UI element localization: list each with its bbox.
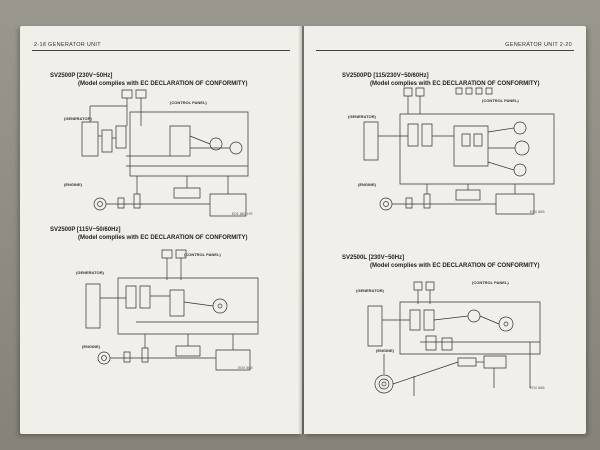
diagram-model: SV2500P [230V~50Hz] xyxy=(50,73,113,79)
diagram-title: SV2500PD [115/230V~50/60Hz] (Model compl… xyxy=(342,72,540,88)
open-manual: 2-18 GENERATOR UNIT SV2500P [230V~50Hz] … xyxy=(20,26,586,434)
control-panel-label: (CONTROL PANEL) xyxy=(184,252,221,257)
right-running-head: GENERATOR UNIT 2-20 xyxy=(505,42,572,48)
diagram-subtitle: (Model complies with EC DECLARATION OF C… xyxy=(78,81,248,87)
engine-label: (ENGINE) xyxy=(82,344,100,349)
figure-number: E0V 865 xyxy=(530,210,545,214)
diagram-model: SV2500P [115V~50/60Hz] xyxy=(50,227,121,233)
right-page: GENERATOR UNIT 2-20 SV2500PD [115/230V~5… xyxy=(304,26,586,434)
wiring-diagram xyxy=(354,276,554,406)
generator-label: (GENERATOR) xyxy=(356,288,384,293)
figure-number: E01 862 HS xyxy=(232,212,253,216)
diagram-model: SV2500PD [115/230V~50/60Hz] xyxy=(342,73,429,79)
diagram-subtitle: (Model complies with EC DECLARATION OF C… xyxy=(370,81,540,87)
diagram-subtitle: (Model complies with EC DECLARATION OF C… xyxy=(78,235,248,241)
figure-number: E0V 864 xyxy=(238,366,253,370)
wiring-diagram xyxy=(70,248,270,378)
engine-label: (ENGINE) xyxy=(376,348,394,353)
left-running-head: 2-18 GENERATOR UNIT xyxy=(34,42,101,48)
book-gutter xyxy=(298,26,308,434)
engine-label: (ENGINE) xyxy=(64,182,82,187)
control-panel-label: (CONTROL PANEL) xyxy=(482,98,519,103)
control-panel-label: (CONTROL PANEL) xyxy=(170,100,207,105)
wiring-diagram xyxy=(60,86,270,221)
diagram-title: SV2500P [230V~50Hz] (Model complies with… xyxy=(50,72,248,88)
figure-number: E0V 866 xyxy=(530,386,545,390)
left-page: 2-18 GENERATOR UNIT SV2500P [230V~50Hz] … xyxy=(20,26,302,434)
generator-label: (GENERATOR) xyxy=(76,270,104,275)
header-rule xyxy=(32,50,290,51)
diagram-title: SV2500P [115V~50/60Hz] (Model complies w… xyxy=(50,226,248,242)
diagram-subtitle: (Model complies with EC DECLARATION OF C… xyxy=(370,263,540,269)
generator-label: (GENERATOR) xyxy=(64,116,92,121)
generator-label: (GENERATOR) xyxy=(348,114,376,119)
diagram-title: SV2500L [230V~50Hz] (Model complies with… xyxy=(342,254,540,270)
wiring-diagram xyxy=(344,86,562,216)
header-rule xyxy=(316,50,574,51)
control-panel-label: (CONTROL PANEL) xyxy=(472,280,509,285)
engine-label: (ENGINE) xyxy=(358,182,376,187)
diagram-model: SV2500L [230V~50Hz] xyxy=(342,255,405,261)
